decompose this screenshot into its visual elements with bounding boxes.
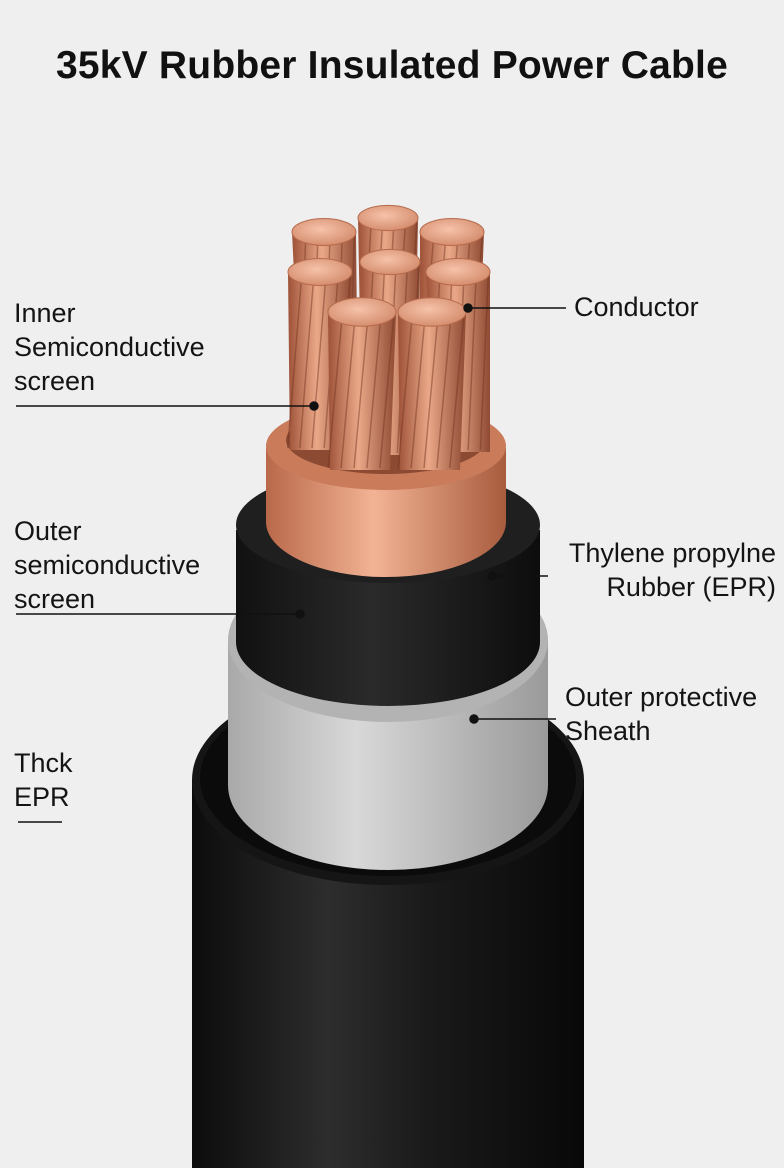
strand-twist-line	[436, 315, 452, 469]
strand-end	[291, 218, 357, 246]
strand-end	[397, 297, 467, 327]
strand-end	[287, 258, 353, 286]
strand-twist-line	[366, 315, 382, 469]
label-thick-epr: Thck EPR	[14, 748, 73, 812]
strand-twist-line	[311, 275, 327, 449]
label-epr-insulation: Thylene propylne Rubber (EPR)	[568, 538, 776, 602]
strand-twist-line	[299, 275, 315, 449]
strand-body	[398, 312, 466, 470]
strand-twist-line	[379, 315, 395, 469]
strand-twist-line	[423, 315, 439, 469]
strand-twist-line	[340, 315, 356, 469]
strand-twist-line	[467, 275, 477, 451]
label-outer-protective-sheath: Outer protective Sheath	[565, 682, 758, 746]
strand-twist-line	[449, 315, 465, 469]
strand-twist-line	[327, 315, 343, 469]
strand-twist-line	[353, 315, 369, 469]
label-conductor: Conductor	[574, 292, 699, 322]
strand-twist-line	[286, 275, 303, 449]
label-outer-semiconductive-screen: Outer semiconductive screen	[14, 516, 201, 614]
strand-end	[327, 297, 397, 327]
strand-twist-line	[397, 315, 413, 469]
label-inner-semiconductive-screen: Inner Semiconductive screen	[14, 298, 205, 396]
page-title: 35kV Rubber Insulated Power Cable	[56, 44, 728, 87]
strand-twist-line	[410, 315, 426, 469]
strand-end	[425, 258, 491, 286]
conductor-strands	[286, 204, 491, 470]
strand-end	[419, 218, 485, 246]
strand-twist-line	[479, 275, 490, 451]
strand-body	[328, 312, 396, 470]
strand-end	[357, 204, 419, 232]
strand-end	[359, 248, 421, 276]
